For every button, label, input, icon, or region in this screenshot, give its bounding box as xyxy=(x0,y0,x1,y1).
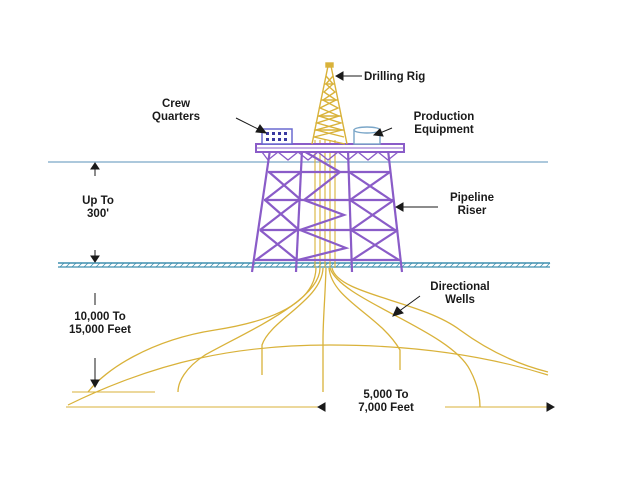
label-crew-quarters-line1: Crew xyxy=(162,98,190,110)
label-well-depth-line1: 10,000 To xyxy=(74,311,126,323)
label-production-line2: Equipment xyxy=(414,124,474,136)
label-reach-line2: 7,000 Feet xyxy=(358,402,414,414)
label-pipeline-riser-line1: Pipeline xyxy=(450,192,494,204)
label-production-line1: Production xyxy=(414,111,475,123)
reservoir-boundary xyxy=(67,344,549,406)
label-water-depth-line2: 300' xyxy=(87,208,109,220)
well-depth-dimension xyxy=(90,293,100,389)
label-reach-line1: 5,000 To xyxy=(363,389,408,401)
label-directional-wells-line2: Wells xyxy=(445,294,475,306)
label-crew-quarters-line2: Quarters xyxy=(152,111,200,123)
label-well-depth-line2: 15,000 Feet xyxy=(69,324,131,336)
label-pipeline-riser-line2: Riser xyxy=(458,205,487,217)
derrick-tower-icon xyxy=(311,62,348,145)
seabed xyxy=(58,262,551,268)
label-water-depth-line1: Up To xyxy=(82,195,114,207)
water-depth-dimension xyxy=(90,162,100,263)
reach-dimension xyxy=(316,402,556,412)
leader-arrows xyxy=(235,71,438,317)
label-directional-wells-line1: Directional xyxy=(430,281,489,293)
crew-quarters-icon xyxy=(261,128,293,145)
platform-jacket xyxy=(250,149,404,273)
directional-wells xyxy=(87,267,549,408)
label-drilling-rig: Drilling Rig xyxy=(364,71,425,83)
platform-deck xyxy=(255,143,405,161)
storage-tank-icon xyxy=(353,126,381,145)
